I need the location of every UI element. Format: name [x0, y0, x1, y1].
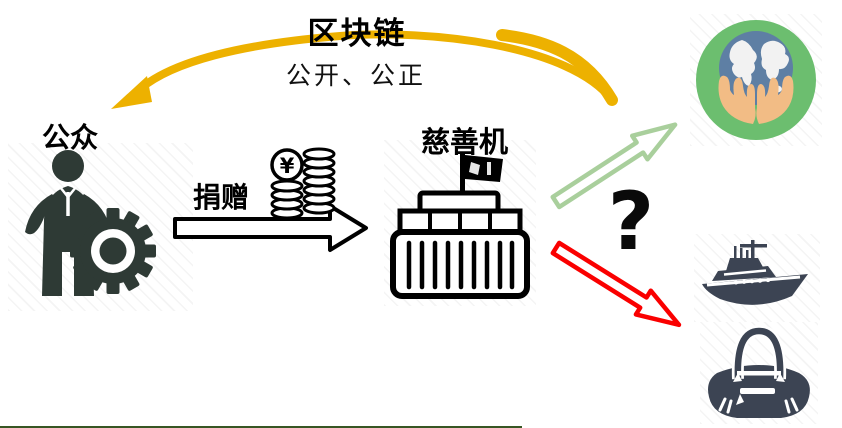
yuan-coin-icon — [270, 148, 304, 182]
charity-label: 慈善机 — [421, 125, 509, 159]
diagram-title: 区块链 — [307, 16, 407, 51]
coin-stack-icon: ¥ — [270, 147, 336, 220]
gear-icon — [70, 208, 156, 294]
question-mark: ? — [607, 175, 655, 268]
diagram-subtitle: 公开、公正 — [285, 61, 426, 90]
transparent-path-arrow-icon — [550, 122, 678, 210]
businessman-gear-icon — [25, 150, 156, 296]
yacht-icon — [702, 240, 808, 305]
earth-in-hands-icon — [696, 20, 816, 140]
hands-icon — [718, 75, 794, 124]
bottom-divider — [0, 426, 522, 428]
yuan-symbol: ¥ — [280, 154, 295, 178]
public-label: 公众 — [42, 121, 99, 154]
handbag-icon — [708, 324, 810, 418]
misuse-path-arrow-icon — [550, 240, 682, 328]
charity-building-icon — [390, 153, 530, 299]
charity-flag-icon — [465, 155, 503, 182]
donation-label: 捐赠 — [193, 181, 250, 214]
donation-arrow-icon — [173, 204, 368, 252]
blockchain-curved-arrow-icon — [111, 29, 618, 109]
